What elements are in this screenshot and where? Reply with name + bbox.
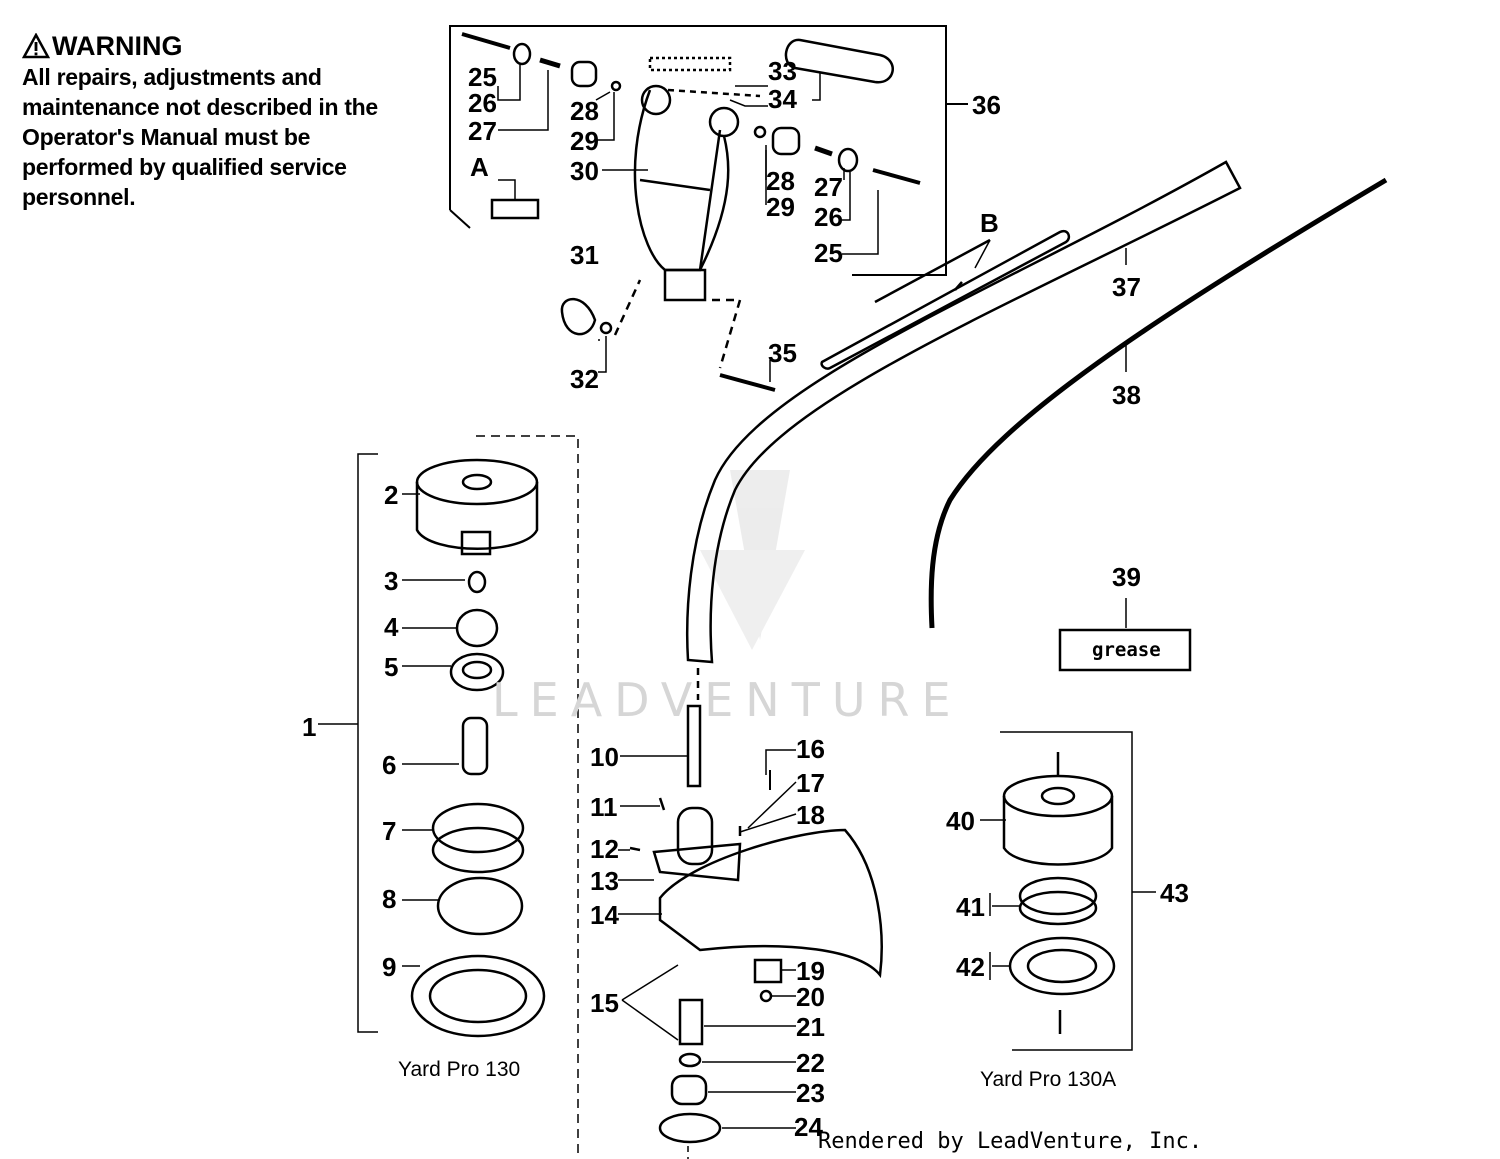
letter-b: B	[980, 208, 999, 238]
handle-group-bracket	[449, 25, 968, 276]
upper-leader-lines	[497, 64, 879, 382]
left-group-parts	[410, 458, 546, 1038]
part-number: 6	[382, 750, 396, 780]
part-number: 20	[796, 982, 825, 1012]
warning-triangle-icon	[22, 33, 50, 59]
part-number: 42	[956, 952, 985, 982]
part-number: 1	[302, 712, 316, 742]
part-number: 11	[590, 792, 618, 822]
part-number: 2	[384, 480, 398, 510]
part-number: 36	[972, 90, 1001, 120]
part-number: 43	[1160, 878, 1189, 908]
center-leader-lines	[618, 749, 797, 1159]
grease-label: grease	[1092, 639, 1161, 661]
part-number: 25	[468, 62, 497, 92]
part-number: 15	[590, 988, 619, 1018]
rendered-by-footer: Rendered by LeadVenture, Inc.	[818, 1129, 1202, 1154]
part-number: 14	[590, 900, 619, 930]
part-number: 32	[570, 364, 599, 394]
right-group-parts	[1002, 752, 1116, 1034]
part-number: 24	[794, 1112, 823, 1142]
part-number: 26	[468, 88, 497, 118]
part-number: 22	[796, 1048, 825, 1078]
right-group-bracket	[1000, 731, 1156, 1051]
part-number-labels: 1 2 3 4 5 6 7 8 9 10 11 12 13 14 15 16 1…	[302, 56, 1189, 1142]
part-number: 39	[1112, 562, 1141, 592]
part-number: 25	[814, 238, 843, 268]
part-number: 8	[382, 884, 396, 914]
part-number: 28	[570, 96, 599, 126]
part-number: 10	[590, 742, 619, 772]
warning-text: All repairs, adjustments and maintenance…	[22, 64, 378, 210]
part-number: 18	[796, 800, 825, 830]
part-number: 17	[796, 768, 825, 798]
left-group-bracket	[318, 435, 579, 1159]
part-number: 30	[570, 156, 599, 186]
part-number: 4	[384, 612, 399, 642]
part-number: 19	[796, 956, 825, 986]
part-number: 26	[814, 202, 843, 232]
part-number: 16	[796, 734, 825, 764]
part-number: 27	[814, 172, 843, 202]
part-number: 38	[1112, 380, 1141, 410]
part-number: 12	[590, 834, 619, 864]
part-number: 29	[766, 192, 795, 222]
part-number: 31	[570, 240, 599, 270]
warning-box: WARNING All repairs, adjustments and mai…	[22, 30, 412, 212]
part-number: 5	[384, 652, 398, 682]
watermark-text: LEADVENTURE	[492, 673, 963, 727]
part-number: 34	[768, 84, 797, 114]
flex-cable	[928, 177, 1388, 629]
part-number: 21	[796, 1012, 825, 1042]
part-number: 7	[382, 816, 396, 846]
part-number: 33	[768, 56, 797, 86]
grease-tube	[1058, 598, 1192, 672]
watermark-logo-icon	[700, 470, 805, 650]
part-number: 23	[796, 1078, 825, 1108]
part-number: 13	[590, 866, 619, 896]
part-number: 37	[1112, 272, 1141, 302]
gearhead-assembly	[629, 668, 883, 1144]
letter-a: A	[470, 152, 489, 182]
part-number: 27	[468, 116, 497, 146]
warning-title: WARNING	[22, 30, 412, 62]
drive-shaft-tube	[685, 160, 1242, 664]
left-group-caption: Yard Pro 130	[398, 1058, 520, 1081]
handle-assembly	[461, 32, 921, 392]
part-number: 3	[384, 566, 398, 596]
part-number: 9	[382, 952, 396, 982]
part-number: 41	[956, 892, 985, 922]
part-number: 29	[570, 126, 599, 156]
part-number: 40	[946, 806, 975, 836]
part-number: 35	[768, 338, 797, 368]
right-group-caption: Yard Pro 130A	[980, 1068, 1116, 1091]
part-number: 28	[766, 166, 795, 196]
